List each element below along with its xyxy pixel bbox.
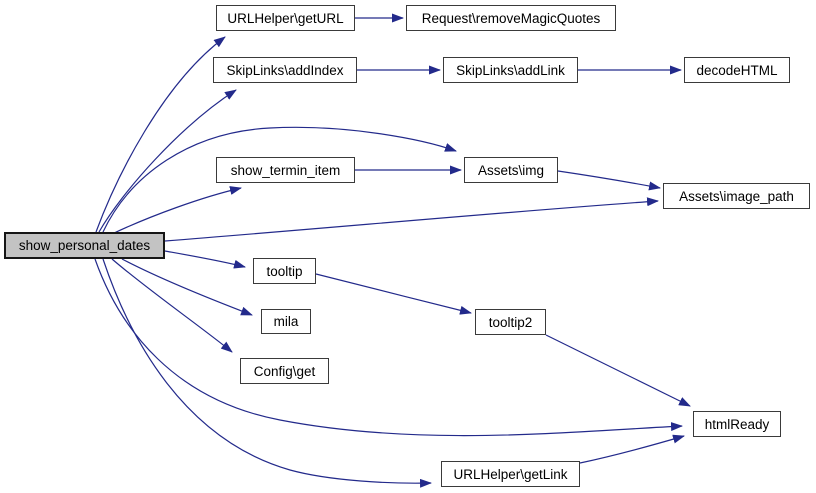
edge-tooltip2-to-htmlready xyxy=(545,334,691,407)
node-decodehtml[interactable]: decodeHTML xyxy=(684,57,790,83)
edge-show_personal_dates-to-urlhelper-getlink xyxy=(102,258,432,488)
node-config-get[interactable]: Config\get xyxy=(240,358,329,384)
edge-show_personal_dates-to-tooltip xyxy=(164,250,246,269)
node-tooltip[interactable]: tooltip xyxy=(253,258,316,284)
edge-show_personal_dates-to-assets-image-path xyxy=(164,197,659,242)
edge-show_personal_dates-to-urlhelper-geturl xyxy=(95,36,226,233)
edge-show_personal_dates-to-config-get xyxy=(111,258,233,353)
edge-show_personal_dates-to-skiplinks-addindex xyxy=(98,89,237,233)
edge-show_personal_dates-to-mila xyxy=(121,258,253,316)
edge-tooltip-to-tooltip2 xyxy=(315,273,472,315)
node-urlhelper-getlink[interactable]: URLHelper\getLink xyxy=(441,461,580,487)
edge-show_personal_dates-to-show-termin-item xyxy=(111,186,242,235)
node-skiplinks-addlink[interactable]: SkipLinks\addLink xyxy=(443,57,578,83)
node-assets-image-path[interactable]: Assets\image_path xyxy=(663,183,810,209)
node-urlhelper-geturl[interactable]: URLHelper\getURL xyxy=(216,5,355,31)
node-assets-img[interactable]: Assets\img xyxy=(464,157,558,183)
node-tooltip2[interactable]: tooltip2 xyxy=(475,309,546,335)
node-htmlready[interactable]: htmlReady xyxy=(693,411,781,437)
node-show_personal_dates: show_personal_dates xyxy=(4,232,165,259)
edge-assets-img-to-assets-image-path xyxy=(557,170,661,191)
edge-urlhelper-getlink-to-htmlready xyxy=(579,434,685,464)
node-skiplinks-addindex[interactable]: SkipLinks\addIndex xyxy=(213,57,357,83)
edge-show_personal_dates-to-htmlready xyxy=(94,258,683,437)
node-mila[interactable]: mila xyxy=(261,309,311,334)
edge-show_personal_dates-to-assets-img xyxy=(102,126,457,233)
node-show-termin-item[interactable]: show_termin_item xyxy=(216,157,355,183)
node-request-removemagicquotes[interactable]: Request\removeMagicQuotes xyxy=(406,5,616,31)
